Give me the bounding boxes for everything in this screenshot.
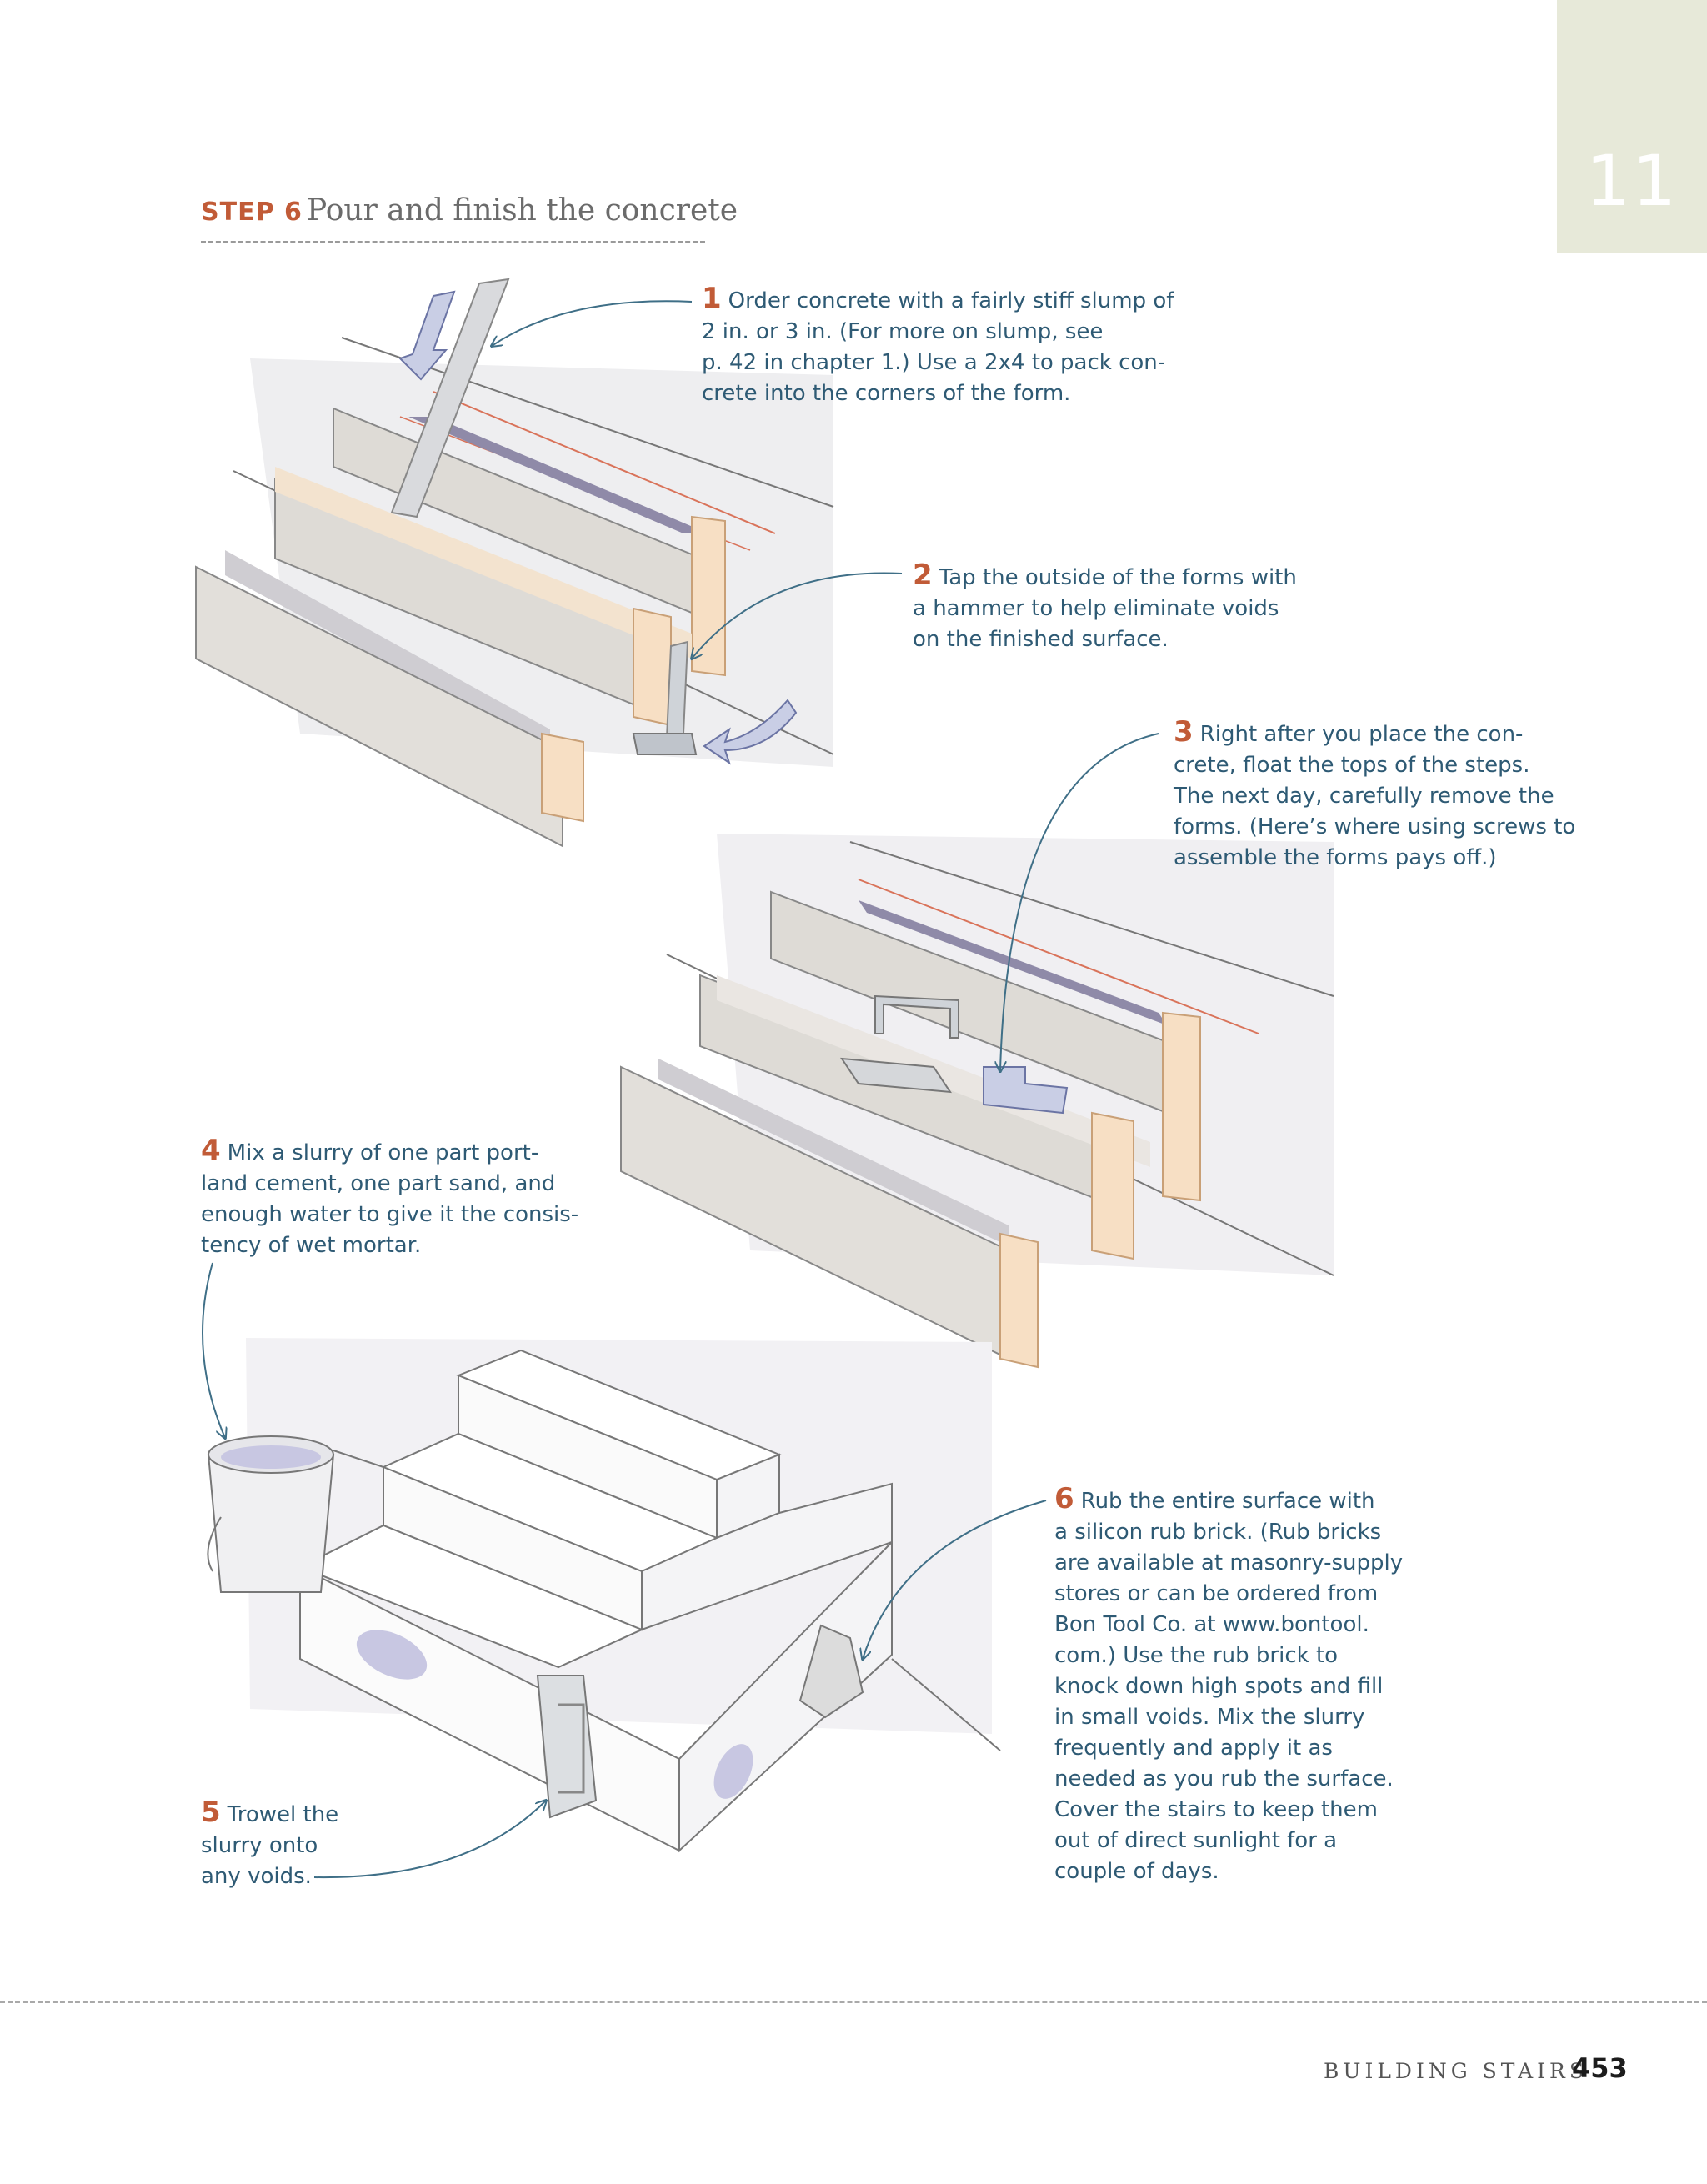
callout-number: 4 bbox=[201, 1134, 221, 1167]
callout-number: 2 bbox=[913, 559, 933, 592]
callout-number: 3 bbox=[1174, 715, 1194, 749]
leader-6 bbox=[863, 1500, 1047, 1659]
callout-number: 6 bbox=[1054, 1482, 1074, 1515]
leader-2 bbox=[692, 572, 903, 659]
running-footer: BUILDING STAIRS bbox=[1324, 2059, 1588, 2083]
form-pour-illustration bbox=[195, 278, 834, 848]
step-title: Pour and finish the concrete bbox=[306, 193, 738, 228]
leader-5 bbox=[313, 1801, 546, 1879]
callout-number: 1 bbox=[702, 282, 722, 315]
callout-text: Mix a slurry of one part port- land ceme… bbox=[201, 1140, 579, 1258]
footer-divider bbox=[0, 2001, 1707, 2003]
callout-number: 5 bbox=[201, 1796, 221, 1829]
leader-4 bbox=[202, 1262, 225, 1438]
float-steps-illustration bbox=[620, 834, 1334, 1369]
leader-1 bbox=[492, 300, 693, 346]
callout-text: Right after you place the con- crete, fl… bbox=[1174, 722, 1576, 870]
finished-stairs-illustration bbox=[207, 1338, 1001, 1853]
page-number: 453 bbox=[1572, 2052, 1628, 2084]
callout-text: Order concrete with a fairly stiff slump… bbox=[702, 288, 1174, 406]
leader-3 bbox=[1000, 733, 1159, 1071]
callout-text: Tap the outside of the forms with a hamm… bbox=[913, 565, 1297, 652]
callout-text: Trowel the slurry onto any voids. bbox=[201, 1802, 339, 1889]
step-label: STEP 6 bbox=[201, 198, 303, 227]
step-heading: STEP 6 Pour and finish the concrete bbox=[201, 193, 738, 228]
chapter-number: 11 bbox=[1585, 140, 1679, 222]
callout-text: Rub the entire surface with a silicon ru… bbox=[1054, 1489, 1404, 1884]
heading-divider bbox=[201, 241, 705, 243]
chapter-tab: 11 bbox=[1557, 0, 1707, 253]
